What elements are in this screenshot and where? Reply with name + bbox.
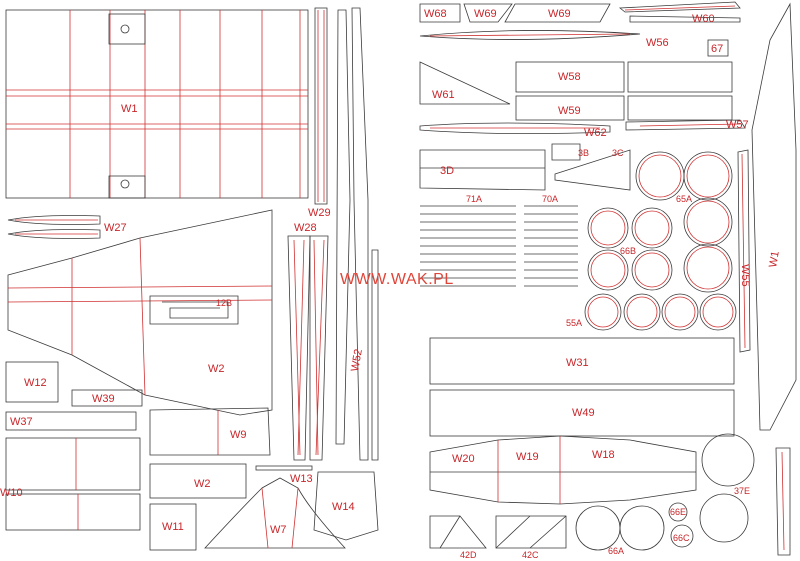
label-w7: W7 bbox=[270, 524, 287, 536]
label-w37: W37 bbox=[10, 416, 33, 428]
label-37e: 37E bbox=[734, 486, 750, 496]
label-65a: 65A bbox=[676, 194, 692, 204]
label-w19: W19 bbox=[516, 451, 539, 463]
part-labels: W1 W29 W27 W28 12B W2 W12 W39 W37 W52 W9… bbox=[0, 8, 782, 560]
label-w29: W29 bbox=[308, 207, 331, 219]
label-w69-b: W69 bbox=[548, 8, 571, 20]
label-w61: W61 bbox=[432, 89, 455, 101]
label-66c: 66C bbox=[673, 533, 690, 543]
label-w31: W31 bbox=[566, 357, 589, 369]
part-42-triangles bbox=[429, 515, 567, 549]
part-w28-struts bbox=[287, 235, 329, 461]
label-55a: 55A bbox=[566, 318, 582, 328]
label-w58: W58 bbox=[558, 71, 581, 83]
label-12b: 12B bbox=[216, 298, 232, 308]
label-70a: 70A bbox=[542, 194, 558, 204]
part-w1-wing-panel bbox=[5, 9, 309, 199]
label-w2-wing: W2 bbox=[208, 363, 225, 375]
label-42d: 42D bbox=[460, 550, 477, 560]
label-w14: W14 bbox=[332, 501, 355, 513]
label-w1-left: W1 bbox=[121, 103, 138, 115]
label-w20: W20 bbox=[452, 453, 475, 465]
part-w14 bbox=[313, 471, 379, 541]
label-w12: W12 bbox=[24, 377, 47, 389]
label-w56: W56 bbox=[646, 37, 669, 49]
part-w31-w49 bbox=[429, 337, 735, 437]
label-w57: W57 bbox=[726, 119, 749, 131]
part-w58-w59 bbox=[515, 61, 733, 121]
label-w39: W39 bbox=[92, 393, 115, 405]
part-w52-spars bbox=[335, 7, 379, 461]
label-3d: 3D bbox=[440, 165, 454, 177]
part-w2-wing bbox=[7, 209, 273, 416]
label-66b: 66B bbox=[620, 246, 636, 256]
label-66a: 66A bbox=[608, 546, 624, 556]
label-w13: W13 bbox=[290, 473, 313, 485]
part-small-left bbox=[5, 361, 143, 531]
part-w18-w19-w20 bbox=[429, 435, 697, 505]
part-w7-former bbox=[204, 477, 346, 549]
label-3b: 3B bbox=[578, 148, 589, 158]
part-w27-strips bbox=[7, 215, 101, 239]
part-w9 bbox=[149, 407, 271, 456]
label-w11: W11 bbox=[162, 521, 184, 533]
label-w49: W49 bbox=[572, 407, 595, 419]
part-71a-strips bbox=[420, 205, 516, 287]
label-w2-lower: W2 bbox=[194, 478, 211, 490]
label-3c: 3C bbox=[612, 148, 624, 158]
label-71a: 71A bbox=[466, 194, 482, 204]
part-w60 bbox=[618, 1, 741, 23]
label-w62: W62 bbox=[584, 127, 607, 139]
label-w28: W28 bbox=[294, 222, 317, 234]
part-w13 bbox=[255, 465, 313, 471]
label-67: 67 bbox=[711, 43, 723, 55]
label-w27: W27 bbox=[104, 222, 127, 234]
label-w52: W52 bbox=[349, 348, 365, 372]
part-w55-w1-strips bbox=[737, 2, 797, 556]
label-w55: W55 bbox=[739, 264, 751, 287]
label-w68: W68 bbox=[424, 8, 447, 20]
part-w61 bbox=[419, 61, 511, 105]
label-w59: W59 bbox=[558, 105, 581, 117]
part-67 bbox=[707, 39, 729, 57]
label-66e: 66E bbox=[670, 507, 686, 517]
part-wheel-discs bbox=[584, 151, 737, 331]
part-3d-3b-3c bbox=[419, 143, 631, 191]
label-w18: W18 bbox=[592, 449, 615, 461]
label-42c: 42C bbox=[522, 550, 539, 560]
part-w2-lower bbox=[149, 463, 247, 551]
part-w56 bbox=[419, 30, 641, 40]
part-70a-strips bbox=[524, 205, 578, 287]
label-w9: W9 bbox=[230, 429, 247, 441]
part-round-formers bbox=[575, 433, 755, 551]
part-w68-w69 bbox=[419, 3, 611, 23]
watermark-text: WWW.WAK.PL bbox=[340, 271, 454, 288]
label-w60: W60 bbox=[692, 13, 715, 25]
part-w29-spar bbox=[314, 7, 328, 205]
label-w69-a: W69 bbox=[474, 8, 497, 20]
label-w10: W10 bbox=[0, 487, 23, 499]
part-w62-w57 bbox=[419, 119, 746, 134]
label-w1-right: W1 bbox=[767, 250, 782, 268]
